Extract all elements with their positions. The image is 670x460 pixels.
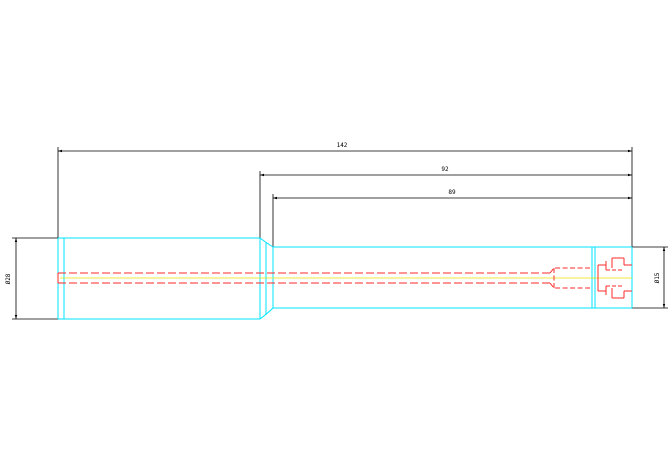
- right-diameter-label: Ø15: [654, 272, 661, 283]
- step-fillet-top: [259, 237, 274, 248]
- small-cylinder-outline: [273, 246, 632, 309]
- step-fillet-bottom: [259, 307, 274, 320]
- dimension-lines: [12, 147, 668, 320]
- part-outline: [57, 237, 633, 320]
- left-diameter-label: Ø28: [5, 273, 12, 284]
- large-cylinder-outline: [57, 237, 260, 320]
- internal-thread-hidden: [597, 257, 632, 299]
- inner-length-label: 89: [448, 189, 456, 196]
- end-slot-hidden: [606, 269, 624, 287]
- counterbore-hidden: [549, 267, 590, 289]
- step-length-label: 92: [441, 166, 449, 173]
- hidden-lines: [57, 257, 632, 299]
- overall-length-label: 142: [337, 142, 348, 149]
